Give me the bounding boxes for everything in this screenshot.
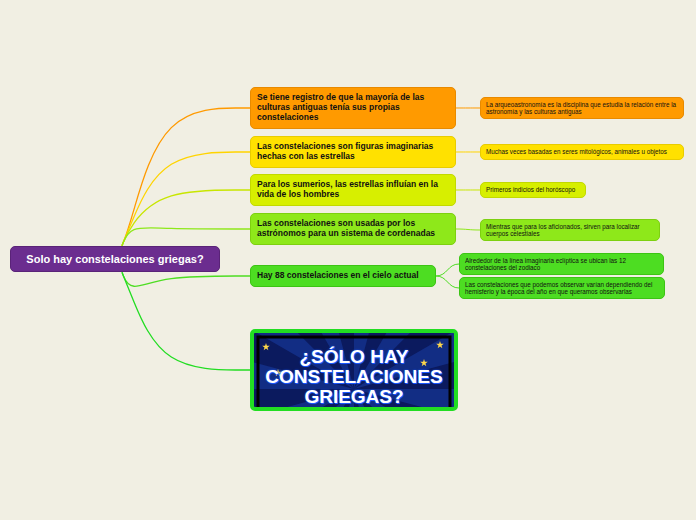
subtopic: Mientras que para los aficionados, sirve… xyxy=(480,219,660,241)
branch-topic: Las constelaciones son usadas por los as… xyxy=(250,213,456,245)
video-thumbnail: ¿SÓLO HAY CONSTELACIONES GRIEGAS? xyxy=(250,329,458,411)
branch-connector xyxy=(456,107,480,108)
topic-text: Primeros indicios del horóscopo xyxy=(486,186,580,193)
branch-topic: Se tiene registro de que la mayoría de l… xyxy=(250,87,456,128)
branch-connector xyxy=(122,272,250,286)
subtopic: Alrededor de la línea imaginaria eclípti… xyxy=(459,253,664,275)
branch-connector xyxy=(122,152,250,246)
topic-text: Solo hay constelaciones griegas? xyxy=(21,253,209,266)
branch-connector xyxy=(456,229,480,230)
branch-connector xyxy=(122,272,250,370)
branch-connector xyxy=(122,190,250,246)
topic-text: Las constelaciones que podemos observar … xyxy=(465,281,659,295)
topic-text: Las constelaciones son figuras imaginari… xyxy=(257,142,449,162)
branch-connector xyxy=(122,228,250,246)
topic-text: Para los sumerios, las estrellas influía… xyxy=(257,180,449,200)
branch-connector xyxy=(436,276,459,288)
thumbnail-title: ¿SÓLO HAY CONSTELACIONES GRIEGAS? xyxy=(254,333,454,407)
subtopic: Primeros indicios del horóscopo xyxy=(480,182,586,197)
branch-connector xyxy=(456,151,480,152)
topic-text: Muchas veces basadas en seres mitológico… xyxy=(486,148,678,155)
branch-topic: Para los sumerios, las estrellas influía… xyxy=(250,174,456,206)
topic-text: Se tiene registro de que la mayoría de l… xyxy=(257,93,449,122)
branch-connector xyxy=(456,189,480,190)
branch-connector xyxy=(436,264,459,276)
topic-text: Hay 88 constelaciones en el cielo actual xyxy=(257,271,429,281)
branch-topic: Hay 88 constelaciones en el cielo actual xyxy=(250,265,436,287)
branch-connector xyxy=(122,108,250,246)
subtopic: La arqueoastronomía es la disciplina que… xyxy=(480,97,684,119)
topic-text: Alrededor de la línea imaginaria eclípti… xyxy=(465,257,658,271)
root-topic: Solo hay constelaciones griegas? xyxy=(10,246,220,273)
subtopic: Muchas veces basadas en seres mitológico… xyxy=(480,144,684,159)
topic-text: Las constelaciones son usadas por los as… xyxy=(257,219,449,239)
topic-text: La arqueoastronomía es la disciplina que… xyxy=(486,101,678,115)
topic-text: Mientras que para los aficionados, sirve… xyxy=(486,223,654,237)
subtopic: Las constelaciones que podemos observar … xyxy=(459,277,665,299)
branch-topic: Las constelaciones son figuras imaginari… xyxy=(250,136,456,168)
